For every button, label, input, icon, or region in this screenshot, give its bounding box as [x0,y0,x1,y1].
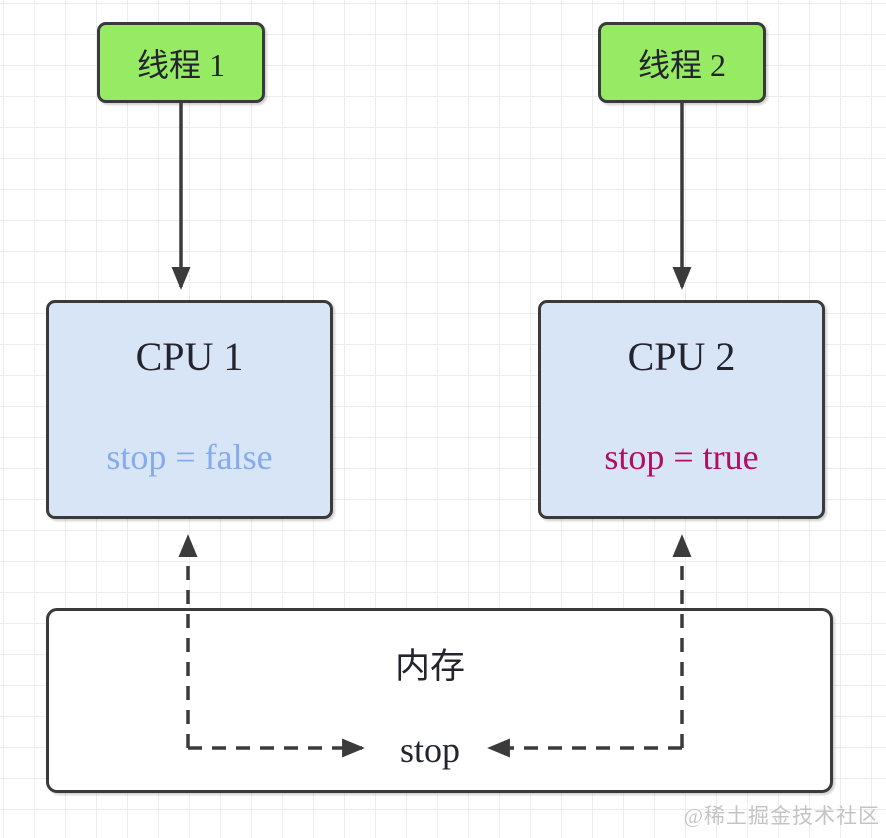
thread1-box: 线程 1 [97,22,265,103]
cpu2-box: CPU 2 stop = true [538,300,825,519]
memory-box: 内存 stop [46,608,833,793]
memory-variable-stop: stop [399,730,461,770]
watermark: @稀土掘金技术社区 [683,804,880,828]
cpu2-title: CPU 2 [627,334,736,379]
cpu1-cached-value: stop = false [106,437,273,477]
cpu2-cached-value: stop = true [604,437,759,477]
cpu1-box: CPU 1 stop = false [46,300,333,519]
thread2-box: 线程 2 [598,22,766,103]
cpu1-title: CPU 1 [135,334,244,379]
thread2-label: 线程 2 [637,46,726,83]
memory-title: 内存 [394,647,466,686]
thread1-label: 线程 1 [136,46,225,83]
